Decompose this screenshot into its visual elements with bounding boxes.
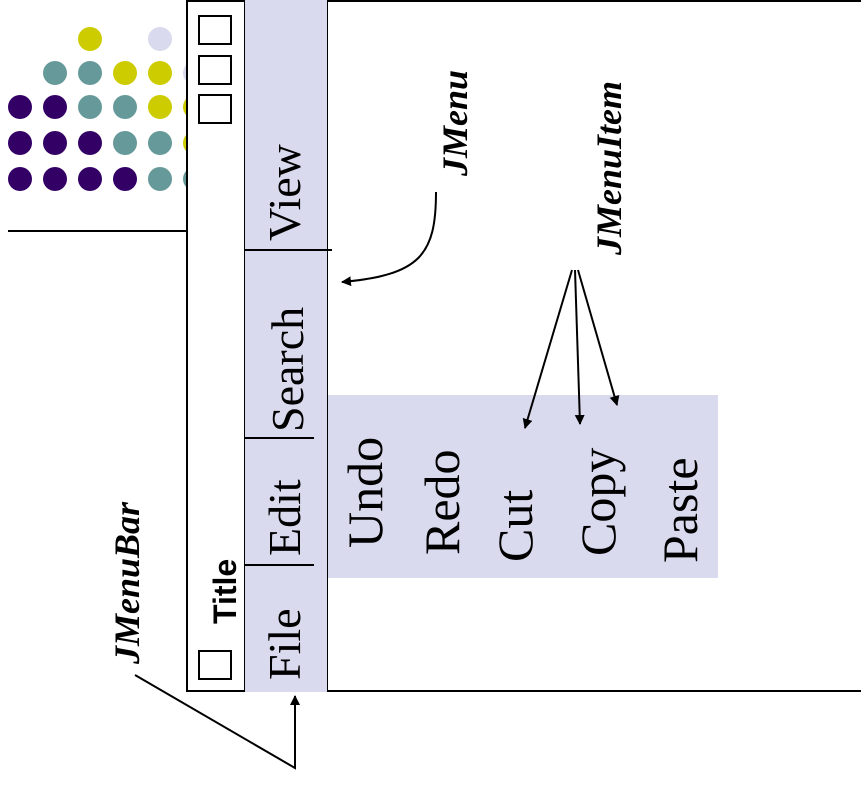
decorative-dot (148, 131, 172, 155)
decorative-dot (148, 61, 172, 85)
decorative-dot (8, 131, 32, 155)
arrow-jmenu-to-search (341, 191, 437, 287)
decorative-dot (113, 95, 137, 119)
decorative-dot (148, 167, 172, 191)
window-control-box-1[interactable] (198, 15, 232, 45)
decorative-dot (78, 27, 102, 51)
arrow-jmenubar-to-menubar (134, 674, 300, 770)
menubar (244, 0, 328, 692)
decorative-dot (43, 95, 67, 119)
decorative-dot (8, 167, 32, 191)
decorative-dot (78, 95, 102, 119)
arrow-jmenuitem-to-cut (522, 269, 573, 429)
decorative-dot (78, 131, 102, 155)
decorative-dot (148, 27, 172, 51)
decorative-dot (43, 167, 67, 191)
decorative-dot (43, 131, 67, 155)
menubar-separator (244, 564, 314, 566)
menubar-separator (244, 437, 314, 439)
decorative-dot (113, 167, 137, 191)
decorative-dot (113, 131, 137, 155)
decorative-dot (148, 95, 172, 119)
decorative-dot (78, 167, 102, 191)
menubar-separator (244, 249, 332, 251)
decorative-dot (43, 61, 67, 85)
decorative-divider-line (8, 230, 188, 232)
window-icon-box (198, 650, 232, 680)
window-control-box-3[interactable] (198, 94, 232, 124)
arrow-jmenuitem-to-copy-2 (577, 269, 620, 406)
decorative-dot (113, 61, 137, 85)
decorative-dot (8, 95, 32, 119)
decorative-dot (78, 61, 102, 85)
arrow-jmenuitem-to-copy (574, 269, 585, 425)
window-control-box-2[interactable] (198, 55, 232, 85)
